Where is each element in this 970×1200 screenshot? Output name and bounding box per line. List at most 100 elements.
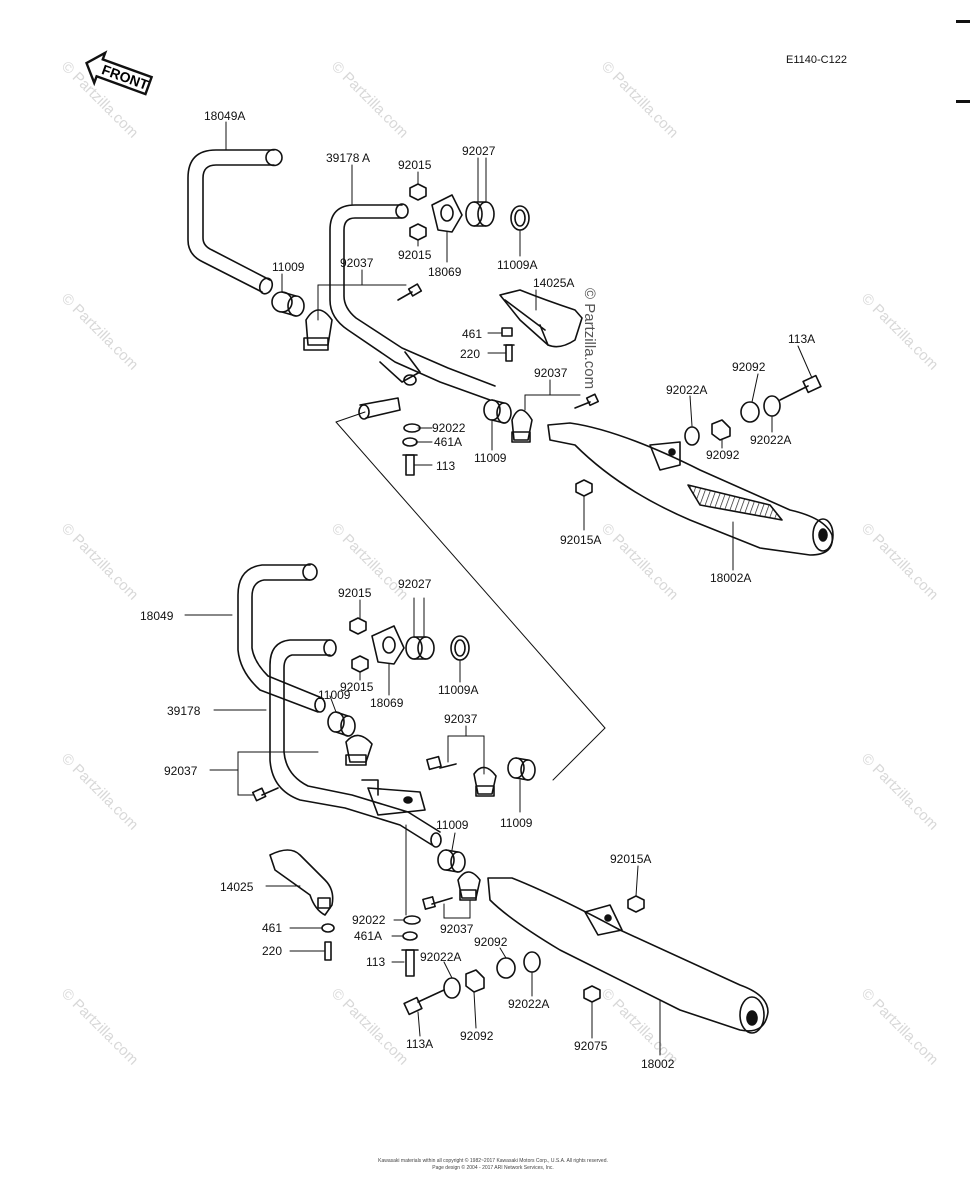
clamp-92037-bottom-left — [345, 734, 373, 766]
part-label: 92015A — [560, 533, 602, 547]
part-label: 92037 — [164, 764, 198, 778]
part-label: 92022 — [432, 421, 466, 435]
part-label: 11009 — [318, 688, 351, 702]
part-label: 92015 — [338, 586, 372, 600]
part-label: 92022A — [666, 383, 708, 397]
bolt-92037-mid — [574, 393, 600, 409]
collar-11009-top — [271, 291, 305, 317]
bolt-92037-bottom-left — [251, 787, 279, 802]
part-label: 113A — [406, 1037, 434, 1051]
nut-92015a-top — [575, 479, 593, 497]
exhaust-pipe-18049 — [237, 563, 326, 713]
part-label: 18049A — [204, 109, 246, 123]
clamp-92037-mid — [511, 409, 533, 443]
part-label: 113 — [366, 955, 386, 969]
part-label: 92075 — [574, 1039, 608, 1053]
part-label: 11009 — [436, 818, 469, 832]
part-label: 11009 — [500, 816, 533, 830]
collar-11009-bottom1 — [327, 711, 356, 737]
washer-461-top — [501, 327, 513, 337]
part-label: 92022A — [420, 950, 462, 964]
flange-18069-top — [431, 194, 463, 233]
copyright-footer: Kawasaki materials within all copyright … — [343, 1158, 643, 1172]
front-arrow-icon: FRONT — [85, 50, 154, 96]
part-label: 461 — [262, 921, 283, 935]
part-label: 92022A — [508, 997, 550, 1011]
part-label: 92092 — [732, 360, 766, 374]
part-label: 18069 — [428, 265, 462, 279]
part-label: 92037 — [340, 256, 374, 270]
part-label: 220 — [262, 944, 283, 958]
part-label: 11009A — [438, 683, 479, 697]
nut-92015-top — [409, 183, 427, 241]
part-label: 18049 — [140, 609, 174, 623]
gasket-11009a-bottom — [450, 635, 470, 661]
part-label: 92015 — [340, 680, 374, 694]
collar-11009-bottom3 — [437, 849, 466, 873]
part-label: 18002 — [641, 1057, 675, 1071]
part-label: 39178 A — [326, 151, 371, 165]
dashed-connector — [335, 411, 606, 781]
clamp-92037-bottom-low — [457, 871, 481, 901]
collar-11009-mid — [483, 399, 512, 424]
nut-92015-bottom — [349, 617, 369, 673]
part-label: 92022A — [750, 433, 792, 447]
clamp-92037-top-left — [303, 309, 333, 351]
washer-92022-bottom — [403, 915, 421, 925]
part-label: 92015 — [398, 248, 432, 262]
part-label: 461A — [434, 435, 463, 449]
exhaust-pipe-18049a — [187, 148, 283, 295]
copyright-line: Page design © 2004 - 2017 ARI Network Se… — [432, 1165, 554, 1171]
part-label: 113 — [436, 459, 456, 473]
part-label: 461A — [354, 929, 383, 943]
collar-11009-bottom2 — [507, 757, 536, 781]
bolt-92037-bottom-low — [422, 896, 453, 910]
heat-shield-14025 — [269, 849, 334, 916]
part-label: 92015A — [610, 852, 652, 866]
nut-92092-top2 — [740, 401, 760, 423]
heat-shield-14025a — [499, 289, 583, 348]
bolt-220-bottom — [324, 941, 332, 961]
part-label: 92027 — [398, 577, 432, 591]
nut-92092-bottom1 — [465, 969, 485, 993]
bolt-113-bottom — [401, 949, 419, 977]
clamp-92037-bottom-mid — [473, 766, 497, 797]
collar-92027-top — [465, 201, 495, 227]
part-label: 14025 — [220, 880, 254, 894]
flange-18069-bottom — [371, 625, 405, 665]
nut-92075 — [583, 985, 601, 1003]
edge-mark — [956, 20, 970, 23]
nut-92015a-bottom — [627, 895, 645, 913]
part-label: 92037 — [444, 712, 478, 726]
leader-lines — [184, 121, 813, 1056]
part-label: 92092 — [706, 448, 740, 462]
washer-92022a-top2 — [763, 395, 781, 417]
collar-92027-bottom — [405, 636, 435, 660]
edge-mark — [956, 100, 970, 103]
bolt-92037-top — [397, 283, 423, 301]
bolt-113a-bottom — [403, 989, 445, 1016]
nut-92092-bottom2 — [496, 957, 516, 979]
part-label: 92027 — [462, 144, 496, 158]
exhaust-pipe-39178 — [269, 639, 442, 848]
washer-461a-bottom — [402, 931, 418, 941]
muffler-18002a — [547, 422, 834, 556]
bolt-113a-top — [779, 374, 822, 401]
washer-92022a-top1 — [684, 426, 700, 446]
part-label: 11009 — [474, 451, 507, 465]
part-label: 92022 — [352, 913, 386, 927]
part-label: 92015 — [398, 158, 432, 172]
part-label: 92092 — [474, 935, 508, 949]
washer-461a-top — [402, 437, 418, 447]
part-label: 18069 — [370, 696, 404, 710]
part-label: 11009 — [272, 260, 305, 274]
part-label: 113A — [788, 332, 816, 346]
diagram-code: E1140-C122 — [786, 54, 847, 66]
part-label: 92037 — [440, 922, 474, 936]
washer-461-bottom — [321, 923, 335, 933]
part-label: 14025A — [533, 276, 575, 290]
washer-92022a-bottom1 — [443, 977, 461, 999]
part-label: 92092 — [460, 1029, 494, 1043]
washer-92022a-bottom2 — [523, 951, 541, 973]
